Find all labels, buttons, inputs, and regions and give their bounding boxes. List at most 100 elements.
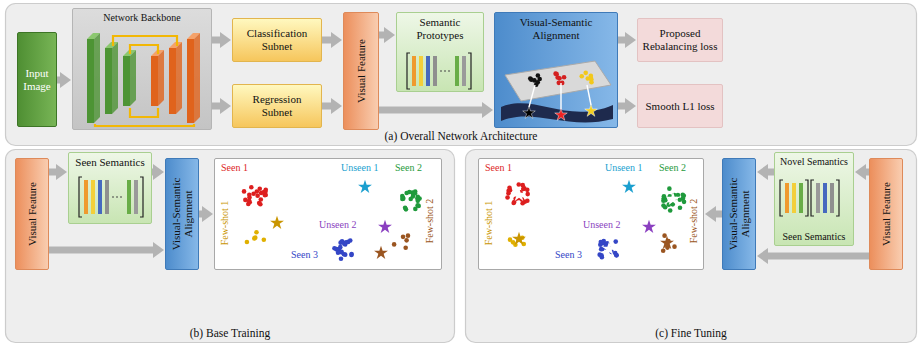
skip-connection (130, 108, 158, 117)
module-box: Input Image (17, 32, 57, 127)
feature-dot (505, 195, 510, 200)
feature-dot (400, 197, 405, 202)
feature-dot (412, 191, 417, 196)
class-label: Seen 3 (555, 249, 582, 261)
feature-dot (661, 203, 666, 208)
feature-dot (599, 253, 604, 258)
feature-dot (255, 194, 260, 199)
projection-arrow (529, 85, 535, 107)
prototype-star (602, 242, 616, 255)
panel: Visual FeatureSeen SemanticsVisual-Seman… (5, 149, 455, 343)
module-label: Visual-Semantic Alignment (497, 16, 615, 41)
embedding-plot: Seen 1Unseen 1Seen 2Few-shot 1Unseen 2Fe… (478, 158, 704, 270)
module-label: Visual Feature (355, 16, 367, 126)
layer-front (169, 48, 176, 114)
feature-dot (242, 189, 247, 194)
semantic-vector (785, 183, 789, 213)
layer-side (176, 42, 182, 114)
projection-arrow (560, 83, 561, 109)
feature-dot (583, 71, 588, 76)
class-label: Few-shot 2 (424, 199, 436, 244)
prototype-star (270, 216, 284, 229)
module-label: Visual Feature (26, 162, 38, 266)
class-label: Seen 1 (221, 162, 248, 174)
panel-background (466, 150, 917, 343)
feature-dot (661, 248, 666, 253)
flow-arrow (379, 107, 482, 114)
feature-dot (403, 245, 408, 250)
feature-dot (613, 239, 618, 244)
feature-dot (598, 242, 603, 247)
feature-dot (255, 189, 260, 194)
feature-dot (336, 250, 341, 255)
feature-dot (245, 240, 250, 245)
panel: Seen 1Unseen 1Seen 2Few-shot 1Unseen 2Fe… (465, 149, 917, 343)
projection-arrow (587, 85, 591, 105)
prototype-star (585, 104, 598, 116)
feature-dot (254, 230, 259, 235)
module-box: Visual Feature (343, 12, 379, 130)
flow-arrow (379, 32, 384, 39)
layer-side (130, 50, 136, 106)
module-box: Visual Feature (15, 158, 49, 270)
module-box: Visual-Semantic Alignment (722, 158, 756, 270)
feature-dot (338, 245, 343, 250)
panel-caption: (b) Base Training (5, 327, 455, 340)
feature-dot (403, 205, 408, 210)
feature-dot (613, 251, 618, 256)
module-box: Visual-Semantic Alignment (165, 158, 199, 270)
embedding-plot: Seen 1Unseen 1Seen 2Few-shot 1Unseen 2Fe… (214, 158, 442, 270)
semantic-vector (84, 180, 88, 214)
module-label: Semantic Prototypes (399, 16, 481, 41)
illustration (215, 159, 443, 271)
feature-dot (407, 190, 412, 195)
flow-arrow (152, 169, 153, 176)
module-box: Visual-Semantic Alignment (494, 12, 618, 128)
layer-side (94, 33, 100, 123)
module-label: Visual-Semantic Alignment (727, 162, 751, 266)
feature-dot (415, 196, 420, 201)
bracket (805, 180, 808, 216)
feature-dot (535, 80, 540, 85)
prototype-star (512, 232, 526, 245)
prototype-star (622, 180, 636, 193)
bracket (811, 180, 814, 216)
feature-dot (516, 182, 521, 187)
class-label: Seen 3 (291, 249, 318, 261)
semantic-vector (127, 180, 131, 214)
layer-front (105, 48, 112, 114)
feature-dot (529, 77, 534, 82)
module-label: Input Image (21, 67, 53, 92)
skip-connection (95, 124, 194, 126)
feature-dot (401, 196, 406, 201)
flow-arrow (212, 37, 220, 44)
module-box: Visual Feature (869, 158, 903, 270)
prototype-star (358, 180, 372, 193)
class-label: Unseen 1 (341, 162, 379, 174)
feature-dot (257, 201, 262, 206)
illustration (479, 159, 705, 271)
layer-front (123, 56, 130, 106)
semantic-vector (816, 183, 820, 213)
flow-arrow (618, 103, 625, 110)
feature-dot (408, 197, 413, 202)
bracket (468, 53, 471, 89)
feature-dot (511, 240, 516, 245)
bracket (780, 180, 783, 216)
feature-dot (339, 256, 344, 261)
feature-dot (511, 201, 516, 206)
feature-dot (506, 191, 511, 196)
prototype-star (642, 220, 656, 233)
module-label: Proposed Rebalancing loss (641, 27, 719, 52)
module-box: Network Backbone (72, 8, 212, 130)
feature-dot (406, 233, 411, 238)
flow-arrow (322, 103, 331, 110)
class-label: Seen 2 (659, 162, 686, 174)
module-label: Visual Feature (880, 162, 892, 266)
semantic-vector (426, 56, 430, 86)
feature-dot (599, 247, 604, 252)
feature-dot (663, 198, 668, 203)
panel-caption: (c) Fine Tuning (465, 327, 917, 340)
semantic-plane (505, 61, 611, 101)
